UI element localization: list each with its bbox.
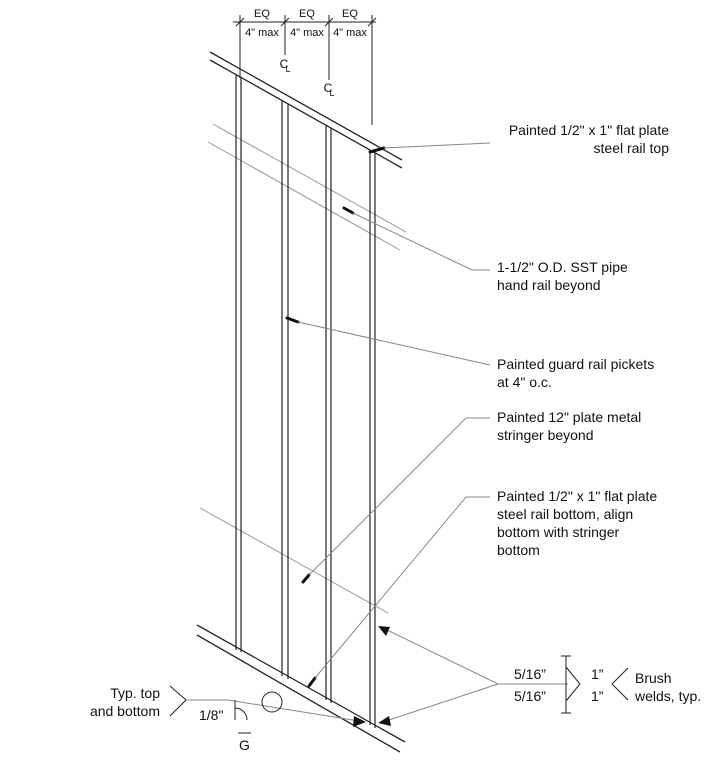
svg-text:L: L	[285, 64, 290, 74]
callout-stringer-line2: stringer beyond	[497, 427, 594, 443]
callout-rail-top-line2: steel rail top	[594, 140, 670, 156]
rail-bottom	[196, 624, 406, 753]
picket-3	[325, 125, 332, 703]
callout-pipe-line1: 1-1/2" O.D. SST pipe	[497, 259, 628, 275]
weld-note-line1: Brush	[635, 670, 672, 686]
callout-pipe-line2: hand rail beyond	[497, 277, 601, 293]
callout-pickets-line1: Painted guard rail pickets	[497, 356, 654, 372]
dimension-string	[233, 15, 377, 125]
svg-text:C: C	[324, 81, 333, 95]
leader-lines	[186, 142, 568, 723]
callout-rail-bottom-line1: Painted 1/2" x 1" flat plate	[497, 488, 657, 504]
eq-label-2: EQ	[299, 8, 315, 20]
weld-size-top: 5/16”	[514, 666, 546, 682]
weld-left-size: 1/8"	[199, 707, 223, 723]
weld-length-bottom: 1”	[591, 688, 604, 704]
leader-ticks	[285, 146, 386, 688]
callout-rail-top-line1: Painted 1/2" x 1" flat plate	[509, 122, 669, 138]
picket-4	[369, 150, 376, 728]
callout-rail-bottom-line3: bottom with stringer	[497, 524, 619, 540]
callout-rail-bottom-line4: bottom	[497, 542, 540, 558]
eq-label-1: EQ	[254, 8, 270, 20]
leader-arrowheads	[353, 626, 391, 727]
pipe-hand-rail	[207, 123, 407, 251]
callout-rail-bottom-line2: steel rail bottom, align	[497, 506, 633, 522]
callout-stringer-line1: Painted 12" plate metal	[497, 409, 641, 425]
max-spacing-label-2: 4" max	[290, 27, 324, 39]
weld-symbol-right	[561, 655, 629, 714]
svg-text:L: L	[329, 88, 334, 98]
callout-pickets-line2: at 4" o.c.	[497, 374, 552, 390]
weld-symbol-left	[169, 685, 283, 734]
weld-left-note-line2: and bottom	[90, 703, 160, 719]
centerline-symbol-2: C L	[324, 81, 335, 98]
svg-text:C: C	[280, 57, 289, 71]
max-spacing-label-1: 4" max	[245, 27, 279, 39]
centerline-symbol-1: C L	[280, 57, 291, 74]
eq-label-3: EQ	[342, 8, 358, 20]
weld-length-top: 1”	[591, 666, 604, 682]
max-spacing-label-3: 4" max	[333, 27, 367, 39]
stringer-line	[199, 507, 389, 614]
picket-2	[281, 100, 289, 679]
picket-1	[235, 75, 242, 652]
weld-left-note-line1: Typ. top	[110, 685, 160, 701]
weld-note-line2: welds, typ.	[634, 688, 701, 704]
weld-left-finish: G	[239, 737, 250, 753]
weld-size-bottom: 5/16”	[514, 688, 546, 704]
